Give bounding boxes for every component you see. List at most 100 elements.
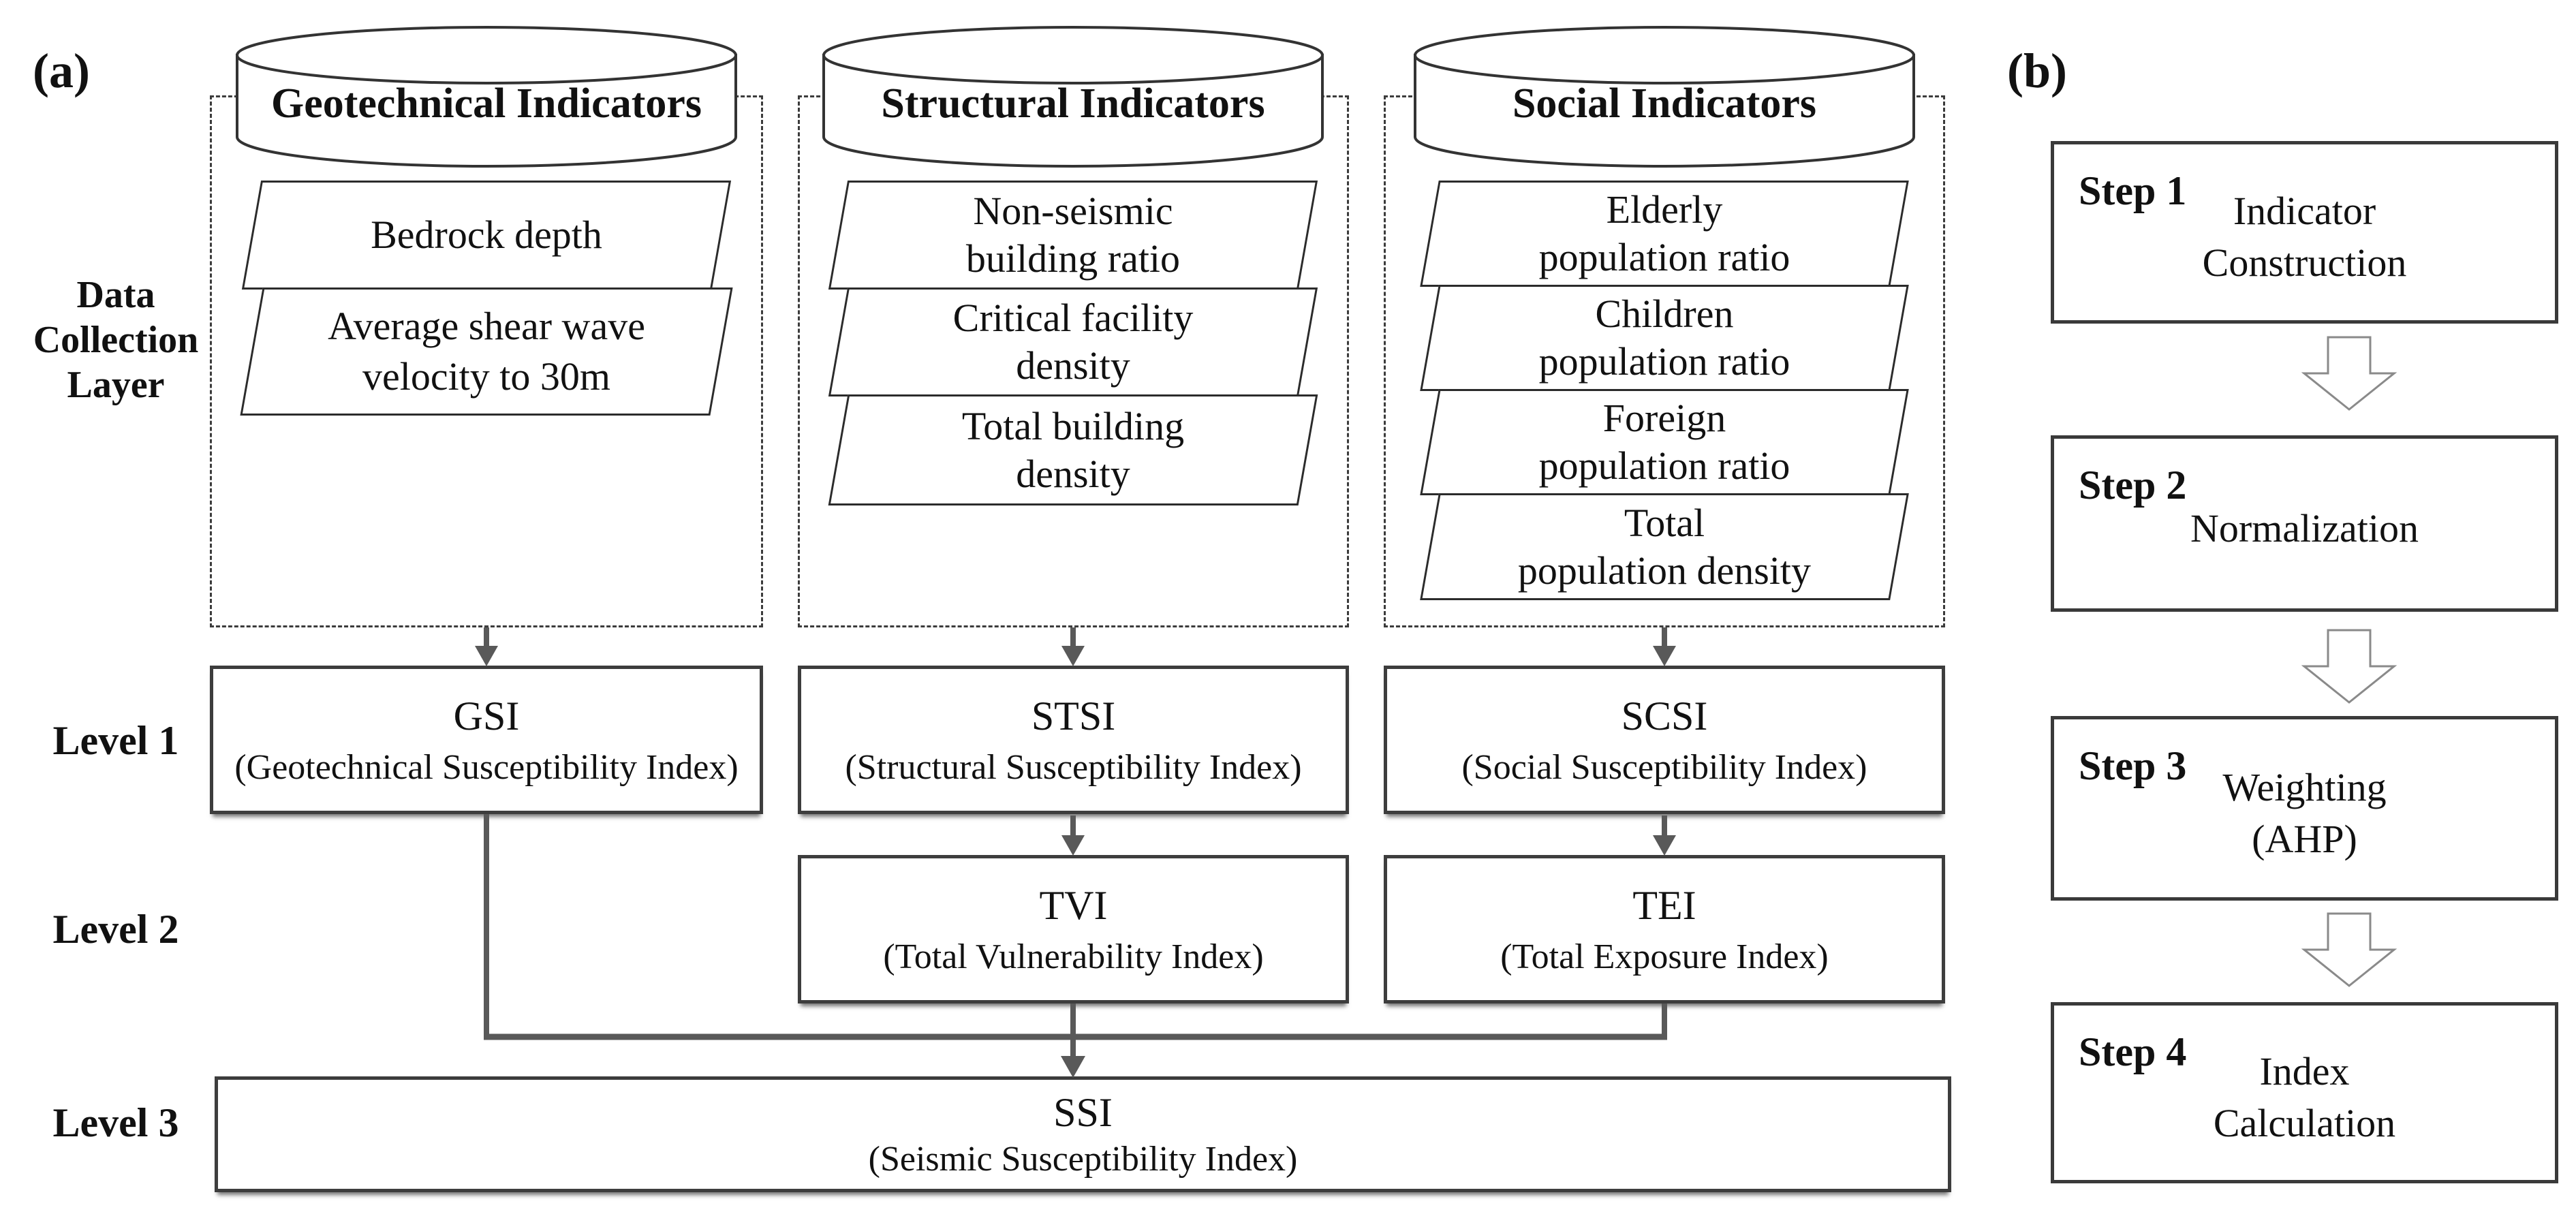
cylinder-shape — [822, 26, 1324, 168]
index-acronym: STSI — [1031, 694, 1116, 738]
cylinder-social-indicators: Social Indicators — [1412, 25, 1917, 169]
data-item-line: Non-seismic — [973, 189, 1173, 233]
cylinder-top — [1414, 26, 1915, 84]
data-item-line: population ratio — [1538, 339, 1790, 384]
data-item-line: Average shear wave — [328, 304, 645, 348]
data-collection-layer-line: Layer — [67, 364, 165, 406]
index-full-name: (Social Susceptibility Index) — [1461, 748, 1867, 787]
data-item-foreign-population-ratio: Foreign population ratio — [1420, 389, 1909, 495]
cylinder-top — [236, 26, 737, 84]
level-2-label: Level 2 — [52, 907, 179, 952]
index-full-name: (Seismic Susceptibility Index) — [868, 1140, 1298, 1179]
data-item-non-seismic-building-ratio: Non-seismic building ratio — [828, 181, 1318, 290]
step-box-3: Step 3 Weighting (AHP) — [2051, 716, 2558, 901]
cylinder-shape — [1414, 26, 1915, 168]
data-item-text: Total population density — [1431, 495, 1897, 598]
column-header: Geotechnical Indicators — [271, 80, 702, 127]
cylinder-top — [822, 26, 1324, 84]
step-box-4: Step 4 Index Calculation — [2051, 1002, 2558, 1183]
cylinder-structural-indicators: Structural Indicators — [821, 25, 1325, 169]
data-item-critical-facility-density: Critical facility density — [828, 287, 1318, 396]
panel-a-label: (a) — [33, 44, 90, 98]
level-3-label: Level 3 — [52, 1100, 179, 1145]
data-item-text: Foreign population ratio — [1431, 391, 1897, 493]
cylinder-shape — [236, 26, 737, 168]
level-1-label: Level 1 — [52, 718, 179, 763]
index-full-name: (Total Vulnerability Index) — [883, 937, 1264, 976]
data-item-line: Total building — [961, 403, 1185, 448]
arrow-down-icon — [475, 646, 498, 666]
step-text-line: (AHP) — [2252, 816, 2357, 861]
data-item-line: Children — [1595, 292, 1734, 336]
data-item-line: Elderly — [1606, 187, 1723, 232]
data-item-line: Foreign — [1602, 396, 1726, 440]
step-label: Step 1 — [2079, 168, 2187, 213]
block-arrow-shape — [2301, 912, 2397, 987]
index-acronym: TVI — [1039, 883, 1108, 928]
step-arrow-down-icon — [2301, 912, 2397, 987]
data-item-line: building ratio — [965, 236, 1181, 281]
step-text-line: Calculation — [2213, 1101, 2396, 1145]
step-box-1: Step 1 Indicator Construction — [2051, 141, 2558, 324]
step-arrow-down-icon — [2301, 336, 2397, 411]
data-item-text: Total building density — [840, 396, 1306, 503]
arrow-down-icon — [1061, 646, 1085, 666]
data-collection-layer-line: Collection — [33, 319, 199, 361]
level2-box-tvi: TVI (Total Vulnerability Index) — [798, 855, 1349, 1003]
data-collection-layer-label: Data Collection Layer — [20, 273, 211, 407]
index-full-name: (Total Exposure Index) — [1500, 937, 1829, 976]
block-arrow-shape — [2301, 629, 2397, 704]
step-text: Index Calculation — [2054, 1006, 2555, 1180]
data-item-line: population ratio — [1538, 235, 1790, 279]
column-header: Social Indicators — [1512, 80, 1817, 127]
block-arrow-shape — [2301, 336, 2397, 411]
data-item-total-population-density: Total population density — [1420, 493, 1909, 600]
data-item-text: Critical facility density — [840, 290, 1306, 394]
data-item-line: Bedrock depth — [371, 213, 602, 257]
data-item-line: Total — [1624, 500, 1705, 545]
cylinder-body — [236, 54, 737, 168]
data-collection-layer-line: Data — [76, 274, 155, 316]
step-text: Weighting (AHP) — [2054, 719, 2555, 897]
data-item-text: Elderly population ratio — [1431, 183, 1897, 285]
index-acronym: SSI — [1053, 1090, 1113, 1135]
step-text-line: Construction — [2202, 240, 2407, 285]
step-label: Step 2 — [2079, 463, 2187, 508]
data-item-bedrock-depth: Bedrock depth — [241, 181, 732, 290]
step-text: Normalization — [2054, 439, 2555, 608]
step-box-2: Step 2 Normalization — [2051, 435, 2558, 612]
data-item-line: Critical facility — [952, 296, 1194, 340]
panel-b-label: (b) — [2007, 44, 2067, 98]
data-item-avg-shear-wave-velocity: Average shear wave velocity to 30m — [240, 287, 733, 416]
step-text-line: Normalization — [2190, 505, 2419, 550]
cylinder-body — [822, 54, 1324, 168]
data-item-total-building-density: Total building density — [828, 394, 1318, 505]
cylinder-geotechnical-indicators: Geotechnical Indicators — [234, 25, 739, 169]
data-item-line: density — [1016, 343, 1130, 388]
index-acronym: SCSI — [1621, 694, 1708, 738]
data-item-line: population ratio — [1538, 443, 1790, 488]
data-item-text: Average shear wave velocity to 30m — [253, 290, 719, 414]
step-text: Indicator Construction — [2054, 144, 2555, 320]
cylinder-body — [1414, 54, 1915, 168]
index-full-name: (Structural Susceptibility Index) — [845, 748, 1302, 787]
arrow-down-icon — [1061, 835, 1085, 856]
index-full-name: (Geotechnical Susceptibility Index) — [234, 748, 739, 787]
step-text-line: Weighting — [2222, 764, 2387, 809]
level3-box-ssi: SSI (Seismic Susceptibility Index) — [215, 1076, 1951, 1192]
step-arrow-down-icon — [2301, 629, 2397, 704]
level2-box-tei: TEI (Total Exposure Index) — [1384, 855, 1945, 1003]
level1-box-scsi: SCSI (Social Susceptibility Index) — [1384, 666, 1945, 814]
data-item-text: Non-seismic building ratio — [840, 183, 1306, 287]
step-text-line: Index — [2259, 1049, 2350, 1093]
arrow-down-icon — [1061, 1056, 1085, 1078]
level1-box-stsi: STSI (Structural Susceptibility Index) — [798, 666, 1349, 814]
arrow-down-icon — [1653, 835, 1676, 856]
step-text-line: Indicator — [2233, 189, 2376, 233]
data-item-children-population-ratio: Children population ratio — [1420, 285, 1909, 391]
step-label: Step 3 — [2079, 743, 2187, 788]
step-label: Step 4 — [2079, 1029, 2187, 1074]
column-header: Structural Indicators — [881, 80, 1265, 127]
data-item-text: Bedrock depth — [253, 183, 719, 287]
